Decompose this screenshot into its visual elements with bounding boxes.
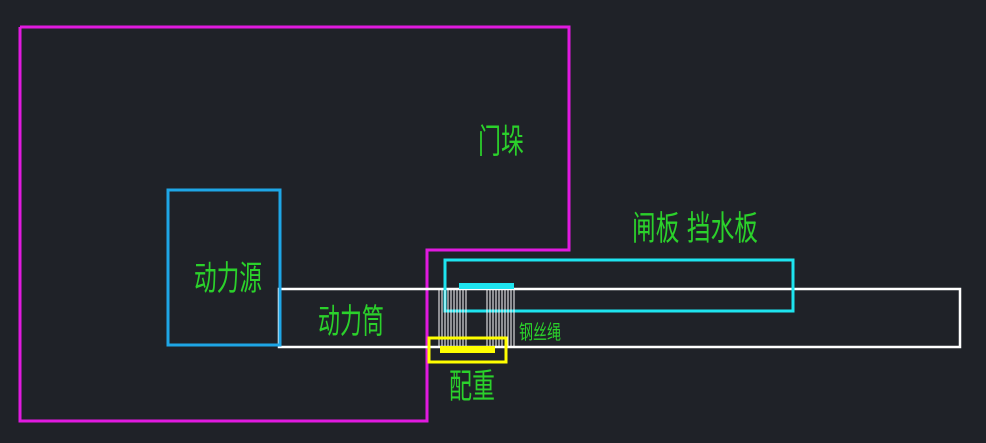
power-source-box bbox=[166, 188, 282, 347]
counterweight-label: 配重 bbox=[449, 367, 495, 407]
power-tube-label: 动力筒 bbox=[318, 302, 384, 342]
counterweight-box bbox=[427, 336, 508, 364]
gate-plate-box bbox=[443, 258, 795, 313]
power-source-label: 动力源 bbox=[194, 259, 262, 299]
gate-plate-top-bar bbox=[459, 283, 514, 289]
gate-plate-label: 闸板 挡水板 bbox=[632, 209, 758, 249]
door-frame-label: 门垛 bbox=[478, 122, 524, 162]
door-frame-outline bbox=[18, 25, 571, 423]
counterweight-bar bbox=[440, 346, 495, 353]
wire-rope-label: 钢丝绳 bbox=[519, 320, 561, 344]
